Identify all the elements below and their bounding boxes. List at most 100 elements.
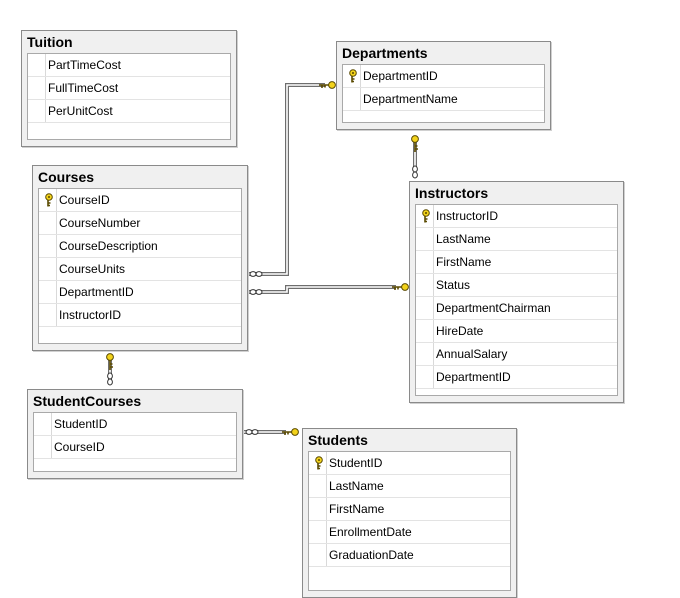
row-gutter — [433, 297, 434, 319]
row-gutter — [326, 475, 327, 497]
column-row[interactable]: PartTimeCost — [28, 54, 230, 77]
key-icon — [422, 209, 430, 223]
column-name: HireDate — [436, 324, 484, 338]
column-name: EnrollmentDate — [329, 525, 412, 539]
column-row[interactable]: CourseNumber — [39, 212, 241, 235]
row-gutter — [433, 205, 434, 227]
table-title: Students — [308, 432, 368, 448]
column-row[interactable]: PerUnitCost — [28, 100, 230, 123]
infinity-icon — [107, 372, 113, 386]
column-name: Status — [436, 278, 471, 292]
column-name: DepartmentID — [59, 285, 134, 299]
column-row[interactable]: DepartmentID — [39, 281, 241, 304]
row-gutter — [433, 320, 434, 342]
row-gutter — [56, 235, 57, 257]
column-name: InstructorID — [59, 308, 122, 322]
column-row[interactable]: CourseUnits — [39, 258, 241, 281]
column-row[interactable]: GraduationDate — [309, 544, 510, 567]
row-gutter — [433, 343, 434, 365]
column-name: LastName — [329, 479, 384, 493]
column-row[interactable]: DepartmentID — [416, 366, 617, 389]
row-gutter — [45, 100, 46, 122]
column-row[interactable]: InstructorID — [416, 205, 617, 228]
infinity-icon — [249, 289, 263, 295]
column-name: PerUnitCost — [48, 104, 113, 118]
column-row[interactable]: CourseID — [39, 189, 241, 212]
column-row[interactable]: DepartmentName — [343, 88, 544, 111]
column-name: FullTimeCost — [48, 81, 119, 95]
row-gutter — [45, 77, 46, 99]
table-studentcourses[interactable]: StudentCourses StudentID CourseID — [27, 389, 243, 479]
column-row[interactable]: Status — [416, 274, 617, 297]
table-departments[interactable]: Departments DepartmentID DepartmentName — [336, 41, 551, 130]
column-row[interactable]: DepartmentChairman — [416, 297, 617, 320]
column-name: FirstName — [436, 255, 492, 269]
table-title: Instructors — [415, 185, 489, 201]
infinity-icon — [245, 429, 259, 435]
column-row[interactable]: FullTimeCost — [28, 77, 230, 100]
table-title: Departments — [342, 45, 428, 61]
column-row[interactable]: FirstName — [416, 251, 617, 274]
column-name: DepartmentName — [363, 92, 458, 106]
column-row[interactable]: HireDate — [416, 320, 617, 343]
column-row[interactable]: AnnualSalary — [416, 343, 617, 366]
column-row[interactable]: InstructorID — [39, 304, 241, 327]
column-name: CourseDescription — [59, 239, 158, 253]
column-list: DepartmentID DepartmentName — [342, 64, 545, 123]
column-row[interactable]: FirstName — [309, 498, 510, 521]
column-name: InstructorID — [436, 209, 499, 223]
column-row[interactable]: DepartmentID — [343, 65, 544, 88]
infinity-icon — [249, 271, 263, 277]
table-title: Courses — [38, 169, 95, 185]
row-gutter — [326, 544, 327, 566]
key-icon — [106, 353, 114, 370]
row-gutter — [56, 212, 57, 234]
key-icon — [282, 428, 299, 436]
row-gutter — [56, 281, 57, 303]
key-icon — [392, 283, 409, 291]
row-gutter — [56, 189, 57, 211]
row-gutter — [45, 54, 46, 76]
column-row[interactable]: LastName — [309, 475, 510, 498]
column-row[interactable]: EnrollmentDate — [309, 521, 510, 544]
row-gutter — [56, 258, 57, 280]
table-title: StudentCourses — [33, 393, 142, 409]
key-icon — [349, 69, 357, 83]
column-name: LastName — [436, 232, 491, 246]
infinity-icon — [412, 165, 418, 179]
column-row[interactable]: StudentID — [309, 452, 510, 475]
row-gutter — [56, 304, 57, 326]
column-name: CourseID — [54, 440, 105, 454]
column-row[interactable]: CourseID — [34, 436, 236, 459]
row-gutter — [326, 498, 327, 520]
row-gutter — [360, 88, 361, 110]
row-gutter — [51, 436, 52, 458]
table-title: Tuition — [27, 34, 73, 50]
column-name: PartTimeCost — [48, 58, 121, 72]
column-row[interactable]: StudentID — [34, 413, 236, 436]
column-name: CourseUnits — [59, 262, 126, 276]
column-name: DepartmentChairman — [436, 301, 551, 315]
column-name: DepartmentID — [363, 69, 438, 83]
rel-line-courses-instructors[interactable] — [248, 285, 396, 294]
key-icon — [315, 456, 323, 470]
column-name: GraduationDate — [329, 548, 414, 562]
row-gutter — [433, 228, 434, 250]
rel-line-courses-departments[interactable] — [248, 83, 325, 276]
key-icon — [319, 81, 336, 89]
column-row[interactable]: CourseDescription — [39, 235, 241, 258]
column-row[interactable]: LastName — [416, 228, 617, 251]
column-name: CourseID — [59, 193, 110, 207]
key-icon — [45, 193, 53, 207]
row-gutter — [326, 452, 327, 474]
column-name: DepartmentID — [436, 370, 511, 384]
row-gutter — [326, 521, 327, 543]
